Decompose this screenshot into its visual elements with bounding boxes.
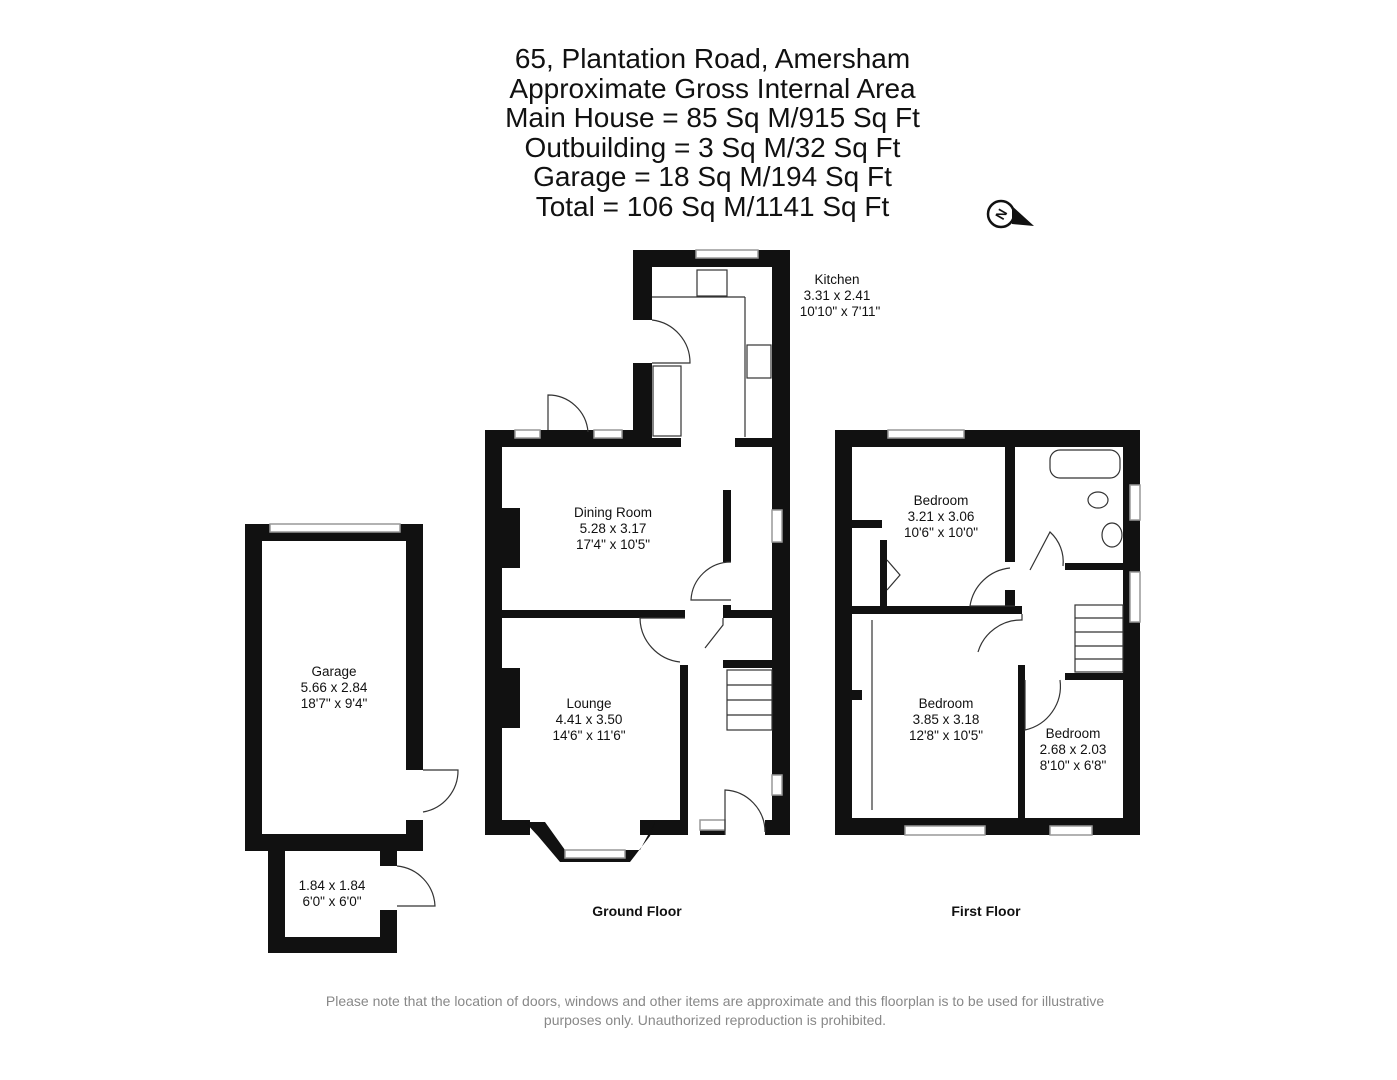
outbuilding-metric: 1.84 x 1.84	[299, 878, 366, 893]
garage-name: Garage	[311, 664, 356, 679]
bedroom3-imperial: 8'10" x 6'8"	[1040, 758, 1107, 773]
title-address: 65, Plantation Road, Amersham	[514, 43, 911, 74]
lounge-name: Lounge	[566, 696, 611, 711]
bedroom3-name: Bedroom	[1046, 726, 1101, 741]
lounge-metric: 4.41 x 3.50	[556, 712, 623, 727]
disclaimer: Please note that the location of doors, …	[260, 992, 1170, 1030]
bedroom1-imperial: 10'6" x 10'0"	[904, 525, 978, 540]
title-gia: Approximate Gross Internal Area	[509, 72, 916, 104]
first-floor-label: First Floor	[951, 903, 1021, 919]
bedroom2-name: Bedroom	[919, 696, 974, 711]
dining-metric: 5.28 x 3.17	[580, 521, 647, 536]
garage: Garage 5.66 x 2.84 18'7" x 9'4"	[245, 523, 459, 851]
title-garage: Garage = 18 Sq M/194 Sq Ft	[533, 161, 892, 193]
disclaimer-line2: purposes only. Unauthorized reproduction…	[543, 1012, 887, 1028]
lounge-imperial: 14'6" x 11'6"	[552, 728, 625, 743]
disclaimer-line1: Please note that the location of doors, …	[325, 993, 1105, 1009]
dining-imperial: 17'4" x 10'5"	[576, 537, 650, 552]
title-total: Total = 106 Sq M/1141 Sq Ft	[535, 190, 890, 222]
bedroom1-name: Bedroom	[914, 493, 969, 508]
title-main-house: Main House = 85 Sq M/915 Sq Ft	[505, 102, 920, 134]
bedroom3-metric: 2.68 x 2.03	[1040, 742, 1107, 757]
ground-floor: Kitchen 3.31 x 2.41 10'10" x 7'11" Dinin…	[485, 249, 881, 919]
kitchen-name: Kitchen	[814, 272, 859, 287]
bedroom2-imperial: 12'8" x 10'5"	[909, 728, 983, 743]
dining-name: Dining Room	[574, 505, 652, 520]
bedroom2-metric: 3.85 x 3.18	[913, 712, 980, 727]
first-floor: Bedroom 3.21 x 3.06 10'6" x 10'0" Bedroo…	[835, 429, 1141, 919]
garage-imperial: 18'7" x 9'4"	[301, 696, 368, 711]
outbuilding-imperial: 6'0" x 6'0"	[302, 894, 361, 909]
property-title-block: 65, Plantation Road, Amersham Approximat…	[0, 44, 1397, 222]
title-outbuilding: Outbuilding = 3 Sq M/32 Sq Ft	[524, 131, 901, 163]
kitchen-metric: 3.31 x 2.41	[804, 288, 871, 303]
compass-icon: N	[986, 199, 1034, 229]
bedroom1-metric: 3.21 x 3.06	[908, 509, 975, 524]
garage-metric: 5.66 x 2.84	[301, 680, 368, 695]
outbuilding: 1.84 x 1.84 6'0" x 6'0"	[268, 851, 436, 953]
kitchen-imperial: 10'10" x 7'11"	[800, 304, 881, 319]
ground-floor-label: Ground Floor	[592, 903, 682, 919]
